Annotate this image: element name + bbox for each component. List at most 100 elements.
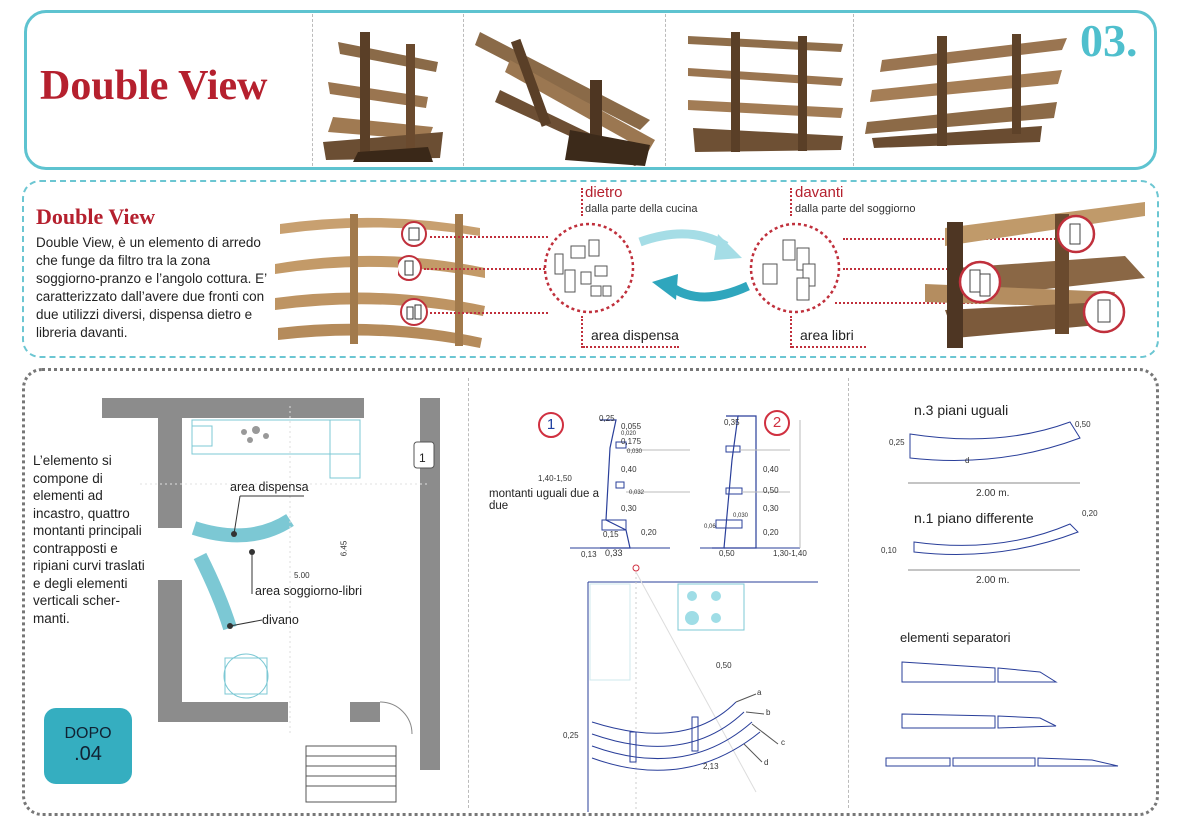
d1-c: 0,40	[621, 465, 637, 474]
diff-shelf-height: 0,10	[881, 546, 897, 555]
tiny-dim-3: 0,032	[629, 490, 645, 496]
pointer-line	[424, 268, 548, 270]
pointer-line	[843, 268, 963, 270]
d1-a: 0,055	[621, 422, 642, 431]
equal-shelf-drawing	[909, 421, 1081, 461]
pantry-area-label: area dispensa	[591, 327, 679, 343]
height-range: 1,40-1,50	[538, 474, 572, 483]
d2-a: 0,40	[763, 465, 779, 474]
tiny-dim-5: 0,06	[704, 524, 716, 530]
front-heading: davanti	[795, 184, 844, 201]
detail-a: a	[757, 688, 762, 697]
divider	[468, 378, 469, 808]
equal-shelf-width: 0,50	[1075, 420, 1091, 429]
diff-shelf-width: 0,20	[1082, 509, 1098, 518]
books-detail-circle	[749, 222, 841, 314]
plan-label-dispensa: area dispensa	[230, 480, 309, 494]
divider	[665, 14, 666, 166]
plan-label-soggiorno: area soggiorno-libri	[255, 584, 363, 598]
pointer-line	[581, 188, 583, 216]
back-heading: dietro	[585, 184, 623, 201]
tiny-dim-1: 0,020	[621, 431, 637, 437]
pointer-line	[581, 316, 583, 348]
stage-badge: DOPO .04	[44, 708, 132, 784]
diff-shelf-drawing	[913, 523, 1079, 555]
dim-line	[908, 482, 1080, 484]
underline	[583, 346, 679, 348]
montanti-label: montanti uguali due a due	[489, 488, 599, 512]
pointer-line	[430, 236, 548, 238]
divider	[312, 14, 313, 166]
d1-e: 0,15	[603, 530, 619, 539]
detail-b: b	[766, 708, 771, 717]
detail-length: 2,13	[703, 762, 719, 771]
intro-title: Double View	[36, 204, 156, 229]
front-model-image	[925, 202, 1145, 348]
section-badge-2: 2	[764, 410, 790, 436]
model-photo-1	[323, 32, 443, 162]
pointer-line	[790, 188, 792, 216]
detail-plan	[587, 564, 818, 812]
pointer-line	[790, 316, 792, 348]
equal-shelves-title: n.3 piani uguali	[914, 402, 1009, 418]
d2-d: 0,20	[763, 528, 779, 537]
plan-leader-lines	[227, 495, 304, 629]
back-model-image	[275, 214, 485, 348]
d1-top: 0,25	[599, 414, 615, 423]
underline	[792, 346, 866, 348]
d2-b: 0,50	[763, 486, 779, 495]
divider	[463, 14, 464, 166]
d2-top: 0,35	[724, 418, 740, 427]
d2-base1: 0,50	[719, 549, 735, 558]
d2-c: 0,30	[763, 504, 779, 513]
page-title: Double View	[40, 63, 268, 109]
model-photo-4	[865, 34, 1067, 148]
detail-depth: 0,25	[563, 731, 579, 740]
stage-badge-label: DOPO	[64, 725, 112, 742]
model-photo-3	[688, 32, 843, 152]
d1-base1: 0,13	[581, 550, 597, 559]
dim-line	[908, 569, 1080, 571]
equal-shelf-height: 0,25	[889, 438, 905, 447]
detail-c: c	[781, 738, 785, 747]
back-subheading: dalla parte della cucina	[585, 203, 698, 215]
model-photo-2	[475, 32, 655, 166]
d1-b: 0,175	[621, 437, 642, 446]
page-number: 03.	[1080, 15, 1138, 66]
divider	[853, 14, 854, 166]
pointer-line	[430, 312, 548, 314]
section-drawing	[570, 415, 801, 549]
d2-base2: 1,30-1,40	[773, 549, 807, 558]
diff-shelf-length: 2.00 m.	[976, 575, 1010, 586]
equal-shelf-length: 2.00 m.	[976, 488, 1010, 499]
plan-dim-width: 5.00	[294, 571, 310, 580]
composition-text: L’elemento si compone di elementi ad inc…	[33, 453, 145, 626]
d1-base2: 0,33	[605, 548, 623, 558]
section-badge-1: 1	[538, 412, 564, 438]
tiny-dim-2: 0,030	[627, 449, 643, 455]
plan-label-divano: divano	[262, 613, 299, 627]
pantry-detail-circle	[543, 222, 635, 314]
d1-base3: 0,20	[641, 528, 657, 537]
tiny-dim-4: 0,030	[733, 513, 749, 519]
plan-dim-height: 6.45	[339, 540, 349, 557]
intro-panel	[22, 180, 1159, 358]
pantry-icons	[398, 221, 428, 326]
detail-d: d	[764, 758, 769, 767]
diff-shelf-title: n.1 piano differente	[914, 510, 1034, 526]
equal-shelf-d: d	[965, 456, 970, 465]
books-area-label: area libri	[800, 327, 854, 343]
header-panel	[24, 10, 1157, 170]
front-subheading: dalla parte del soggiorno	[795, 203, 916, 215]
stage-badge-number: .04	[74, 743, 102, 765]
floor-plan	[102, 398, 440, 803]
swap-arrows-icon	[638, 229, 750, 302]
separators-drawing	[885, 661, 1119, 767]
divider	[848, 378, 849, 808]
details-panel	[22, 368, 1159, 816]
books-icons	[958, 214, 1126, 334]
intro-description: Double View, è un elemento di arredo che…	[36, 235, 267, 340]
separators-title: elementi separatori	[900, 630, 1011, 645]
door-number: 1	[419, 451, 426, 465]
detail-width: 0,50	[716, 661, 732, 670]
